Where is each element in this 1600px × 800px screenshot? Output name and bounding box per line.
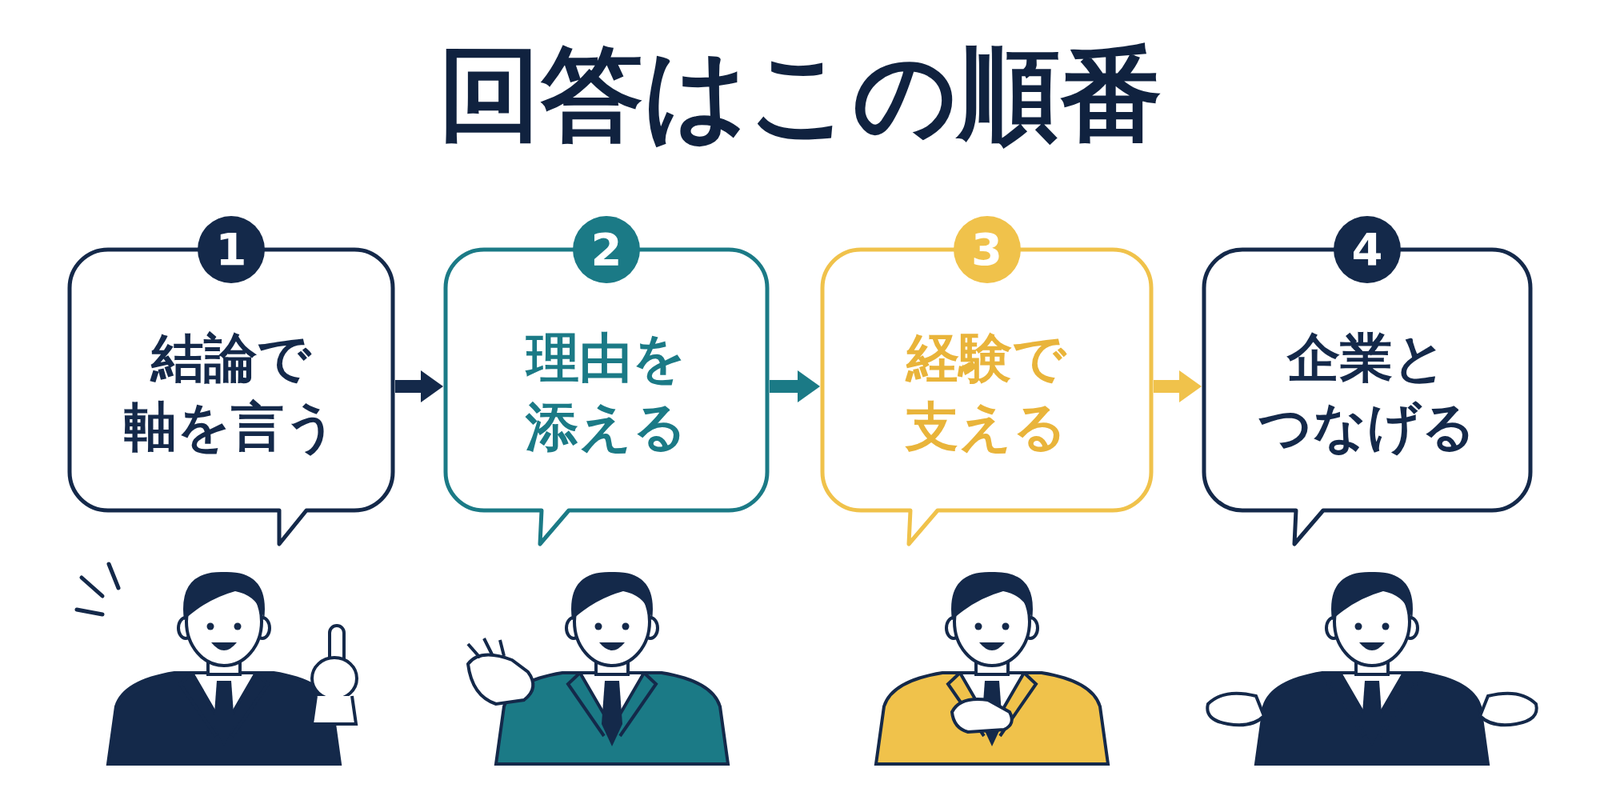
flow-arrow: [1153, 370, 1202, 403]
speech-bubble: 4企業と つなげる: [1204, 249, 1531, 511]
step-text: 理由を 添える: [492, 324, 720, 462]
person-figure: [108, 572, 340, 764]
person-figure: [496, 572, 728, 764]
arrow-shaft: [395, 380, 421, 393]
step-number: 3: [953, 216, 1021, 284]
arrow-head: [797, 370, 820, 403]
chest-hand: [952, 699, 1012, 732]
speech-bubble: 2理由を 添える: [445, 249, 768, 511]
flow-arrow: [395, 370, 444, 403]
pointing-hand: [312, 625, 357, 724]
arrow-shaft: [1153, 380, 1180, 393]
arrow-shaft: [769, 380, 798, 393]
speech-bubble: 3経験で 支える: [822, 249, 1152, 511]
arrow-head: [1179, 370, 1202, 403]
speech-bubble: 1結論で 軸を言う: [69, 249, 393, 511]
open-hands: [1207, 693, 1536, 726]
step-number: 4: [1333, 216, 1401, 284]
bubble-shape: [445, 249, 768, 544]
step-text: 企業と つなげる: [1253, 324, 1481, 462]
title: 回答はこの順番: [0, 38, 1600, 152]
step-text: 経験で 支える: [873, 324, 1101, 462]
flow-arrow: [769, 370, 820, 403]
bubble-shape: [822, 249, 1152, 544]
step-text: 結論で 軸を言う: [117, 324, 345, 462]
open-hand: [468, 638, 533, 704]
bubble-shape: [1204, 249, 1531, 544]
person-figure: [876, 572, 1108, 764]
step-number: 1: [197, 216, 265, 284]
arrow-head: [420, 370, 444, 403]
person-figure: [1256, 572, 1488, 764]
bubble-shape: [69, 249, 393, 544]
step-number: 2: [572, 216, 640, 284]
emphasis-lines: [76, 564, 119, 615]
